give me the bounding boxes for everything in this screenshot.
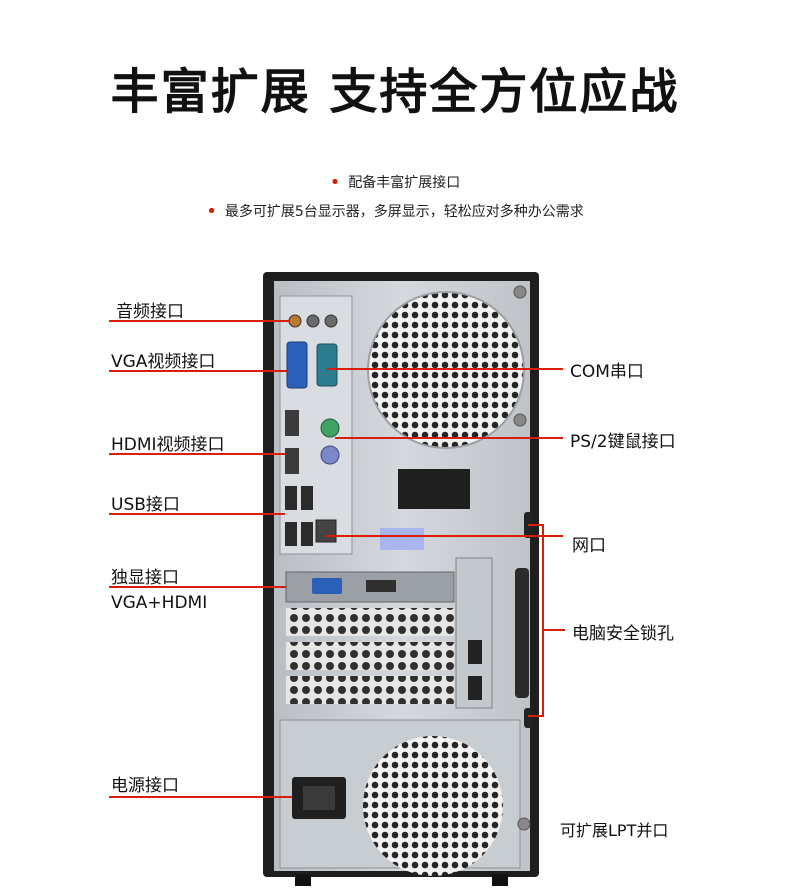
label-lpt-port: 可扩展LPT并口 <box>560 821 669 840</box>
label-power-port: 电源接口 <box>111 776 179 796</box>
label-usb-port: USB接口 <box>111 495 180 515</box>
mid-panel <box>380 469 532 728</box>
label-vga-port: VGA视频接口 <box>111 352 216 372</box>
psu <box>279 719 531 876</box>
label-security-lock: 电脑安全锁孔 <box>572 624 674 644</box>
bullet-text: 最多可扩展5台显示器，多屏显示，轻松应对多种办公需求 <box>224 204 584 220</box>
label-com-port: COM串口 <box>570 362 644 382</box>
expansion-slots <box>285 557 529 709</box>
bullet-item: • 最多可扩展5台显示器，多屏显示，轻松应对多种办公需求 <box>0 201 790 222</box>
label-lan-port: 网口 <box>572 536 606 556</box>
label-ps2-port: PS/2键鼠接口 <box>570 432 676 452</box>
bullet-text: 配备丰富扩展接口 <box>348 175 461 191</box>
leader-lines <box>109 320 565 798</box>
bullet-item: • 配备丰富扩展接口 <box>0 172 790 193</box>
bullet-dot-icon: • <box>329 172 341 193</box>
bullet-dot-icon: • <box>206 201 217 222</box>
page-title: 丰富扩展 支持全方位应战 <box>110 64 680 120</box>
label-discrete-gpu: 独显接口 <box>111 568 179 588</box>
label-discrete-gpu-ports: VGA+HDMI <box>111 593 208 613</box>
label-hdmi-port: HDMI视频接口 <box>111 435 225 455</box>
io-shield <box>279 295 353 555</box>
label-audio-port: 音频接口 <box>116 302 184 322</box>
